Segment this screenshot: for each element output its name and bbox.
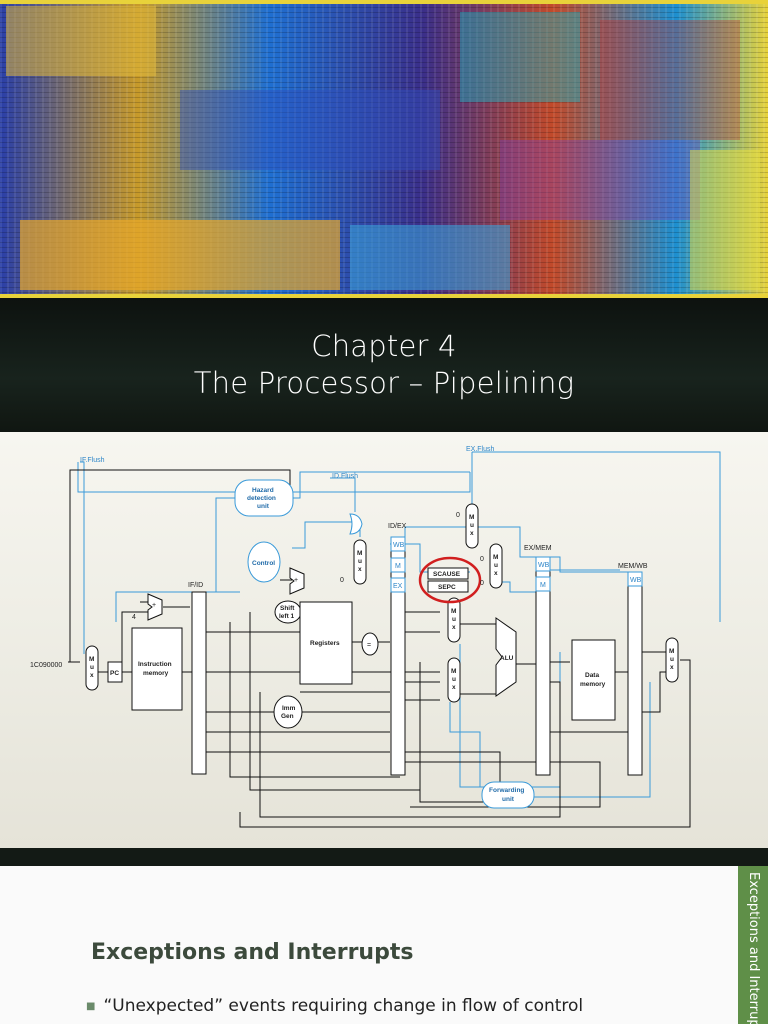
svg-text:M: M [669,648,674,655]
processor-die-photo [0,0,768,298]
mux-shapes [85,503,679,703]
adder-plus-1: + [152,602,156,609]
scause-register [427,567,469,580]
memwb-label: MEM/WB [618,563,648,570]
zero-input-3: 0 [480,580,484,587]
svg-text:memory: memory [143,670,169,677]
svg-text:x: x [358,566,362,573]
flush-or-gate [349,513,363,535]
svg-text:Gen: Gen [281,713,294,720]
ex-flush-label: EX.Flush [466,446,495,453]
bullet-marker-icon: ■ [86,1001,96,1012]
svg-text:left 1: left 1 [279,613,295,620]
svg-text:memory: memory [580,681,606,688]
svg-text:x: x [90,672,94,679]
svg-text:x: x [494,570,498,577]
zero-input-2: 0 [480,556,484,563]
svg-text:=: = [367,642,371,649]
mux-labels: M u x M u x M u x M u x M u x M u x M u … [89,514,674,691]
adder-plus-2: + [294,577,298,584]
control-unit [247,541,281,583]
svg-text:unit: unit [502,796,515,803]
four-constant: 4 [132,614,136,621]
equality-comparator [361,632,379,656]
slide-heading: Exceptions and Interrupts [91,940,414,965]
idex-label: ID/EX [388,523,407,530]
svg-text:Registers: Registers [310,640,340,647]
idex-m-label: M [395,563,401,570]
side-tab-label: Exceptions and Interrupts [746,872,761,1024]
idex-ex-label: EX [393,583,403,590]
slide-separator [0,848,768,866]
section-side-tab: Exceptions and Interrupts [738,866,768,1024]
svg-text:u: u [358,558,362,565]
svg-text:M: M [357,550,362,557]
datapath-lines [68,469,691,828]
svg-text:x: x [670,664,674,671]
exception-address: 1C090000 [30,662,62,669]
chapter-title-band: Chapter 4 The Processor – Pipelining [0,298,768,432]
svg-text:Imm: Imm [282,705,296,712]
svg-text:x: x [452,684,456,691]
svg-text:x: x [470,530,474,537]
sepc-register [427,580,469,593]
svg-text:Data: Data [585,672,599,679]
id-flush-label: ID.Flush [332,473,358,480]
svg-text:detection: detection [247,495,276,502]
imm-gen [273,695,303,729]
svg-text:Shift: Shift [280,605,295,612]
exmem-wb-label: WB [538,562,550,569]
svg-text:M: M [451,668,456,675]
svg-text:SCAUSE: SCAUSE [433,571,461,578]
svg-text:M: M [493,554,498,561]
svg-text:Hazard: Hazard [252,487,274,494]
svg-text:ALU: ALU [500,655,514,662]
exmem-label: EX/MEM [524,545,552,552]
svg-text:M: M [89,656,94,663]
pipeline-datapath-diagram: M u x M u x M u x M u x M u x M u x M u … [0,432,768,848]
svg-text:Instruction: Instruction [138,661,172,668]
alu [495,617,517,697]
svg-text:u: u [90,664,94,671]
svg-text:u: u [494,562,498,569]
pc-adder [147,593,163,621]
exmem-m-label: M [540,582,546,589]
register-file [299,601,353,685]
highlight-circle [418,556,482,604]
svg-text:u: u [452,676,456,683]
svg-text:Forwarding: Forwarding [489,787,524,794]
svg-text:PC: PC [110,670,119,677]
exceptions-slide: Exceptions and Interrupts ■ “Unexpected” … [0,866,768,1024]
bullet-text: “Unexpected” events requiring change in … [103,996,584,1016]
chapter-title: Chapter 4 [311,329,457,363]
svg-text:u: u [452,616,456,623]
svg-text:x: x [452,624,456,631]
pipeline-registers [191,536,643,776]
branch-adder [289,567,305,595]
zero-input-1: 0 [456,512,460,519]
svg-text:SEPC: SEPC [438,584,456,591]
hazard-detection-unit [234,479,294,517]
chapter-subtitle: The Processor – Pipelining [193,366,575,400]
if-flush-label: IF.Flush [80,457,105,464]
svg-text:unit: unit [257,503,270,510]
pc-register [107,661,123,683]
idex-wb-label: WB [393,542,405,549]
svg-text:u: u [670,656,674,663]
svg-text:Control: Control [252,560,275,567]
svg-text:u: u [470,522,474,529]
bullet-item: ■ “Unexpected” events requiring change in… [86,996,583,1016]
instruction-memory [131,627,183,711]
datapath-svg: M u x M u x M u x M u x M u x M u x M u … [30,446,721,828]
zero-input-4: 0 [340,577,344,584]
forwarding-unit [481,781,535,809]
data-memory [571,639,616,721]
ifid-label: IF/ID [188,582,203,589]
memwb-wb-label: WB [630,577,642,584]
svg-text:M: M [469,514,474,521]
svg-text:M: M [451,608,456,615]
